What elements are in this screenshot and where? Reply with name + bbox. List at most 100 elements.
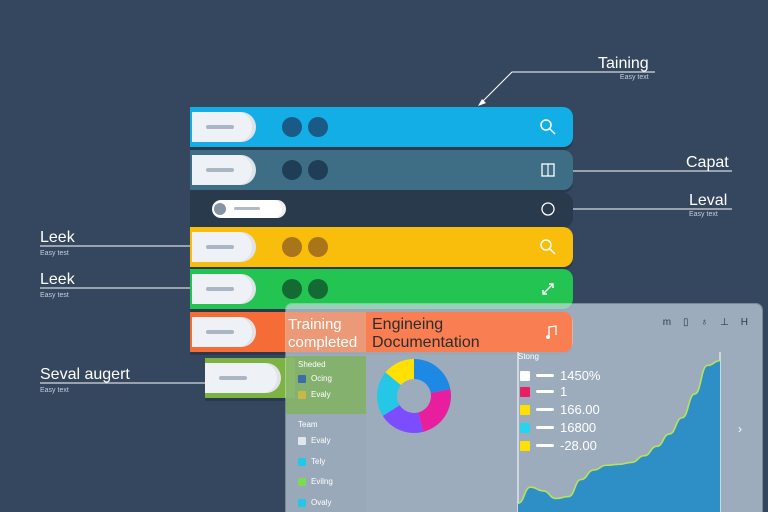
legend-bar — [536, 390, 554, 393]
legend-swatch — [520, 404, 530, 415]
callout-subtitle: Easy test — [40, 250, 69, 257]
layer-dot — [308, 279, 328, 299]
legend-value: -28.00 — [560, 438, 597, 453]
layer-dot — [282, 117, 302, 137]
layer-tab — [192, 112, 256, 142]
tool-m[interactable]: m — [662, 317, 672, 328]
layer-dot — [308, 117, 328, 137]
callout-title: Leek — [40, 271, 75, 288]
callout-subtitle: Easy text — [40, 387, 69, 394]
layer-dot — [282, 279, 302, 299]
tool-h[interactable]: H — [740, 317, 748, 328]
callout-title: Taining — [598, 55, 649, 72]
side-item-label: Evaly — [311, 436, 331, 445]
color-swatch — [298, 374, 306, 383]
legend-value: 1 — [560, 384, 568, 399]
area-chart — [517, 352, 721, 512]
side-section-1: Sheded Ocing Evaly — [286, 356, 366, 414]
layer-1 — [190, 107, 573, 147]
header-line-1: Engineing — [372, 316, 444, 333]
layer-5 — [190, 269, 573, 309]
layer-tab — [205, 363, 281, 393]
legend-row: 1 — [520, 384, 567, 399]
legend-title: Stong — [518, 352, 539, 361]
header-line-2: Documentation — [372, 334, 480, 351]
side-list: Sheded Ocing Evaly Team Evaly Tely Eviln… — [286, 356, 366, 512]
layer-tab — [192, 155, 256, 185]
side-item-label: Tely — [311, 457, 326, 466]
layer-2 — [190, 150, 573, 190]
layer-tab — [192, 232, 256, 262]
side-item[interactable]: Ovaly — [298, 498, 331, 507]
music-note-icon — [546, 325, 557, 339]
layer-dot — [282, 160, 302, 180]
link-icon — [542, 283, 554, 295]
donut-slice — [414, 359, 451, 393]
tool-pin[interactable]: ⊥ — [720, 317, 729, 328]
side-item-label: Evaly — [311, 390, 331, 399]
layer-toggle — [212, 200, 286, 218]
color-swatch — [298, 477, 306, 486]
donut-slice — [382, 405, 424, 433]
magnifier-icon — [540, 239, 556, 255]
connector-training — [479, 71, 655, 105]
callout-seval: Seval augert Easy text — [40, 367, 130, 395]
tool-drop[interactable]: ♁ — [700, 317, 709, 328]
donut-slice — [377, 372, 401, 416]
legend-bar — [536, 426, 554, 429]
area-line — [517, 359, 721, 505]
callout-title: Leek — [40, 229, 75, 246]
header-line-2: completed — [288, 334, 358, 351]
callout-leek-1: Leek Easy test — [40, 229, 75, 258]
callout-training: Taining Easy text — [598, 55, 649, 82]
callout-title: Capat — [686, 154, 729, 171]
color-swatch — [298, 436, 306, 445]
layer-7 — [205, 358, 295, 398]
toolbar: m ▯ ♁ ⊥ H — [663, 317, 748, 328]
layer-dot — [308, 237, 328, 257]
side-section-title: Sheded — [298, 360, 326, 369]
side-section-2: Team Evaly Tely Evilng Ovaly — [286, 414, 366, 512]
legend-row: 1450% — [520, 368, 600, 383]
legend-row: 166.00 — [520, 402, 600, 417]
legend-value: 1450% — [560, 368, 601, 383]
legend-value: 166.00 — [560, 402, 600, 417]
book-icon — [541, 163, 555, 177]
layer-4 — [190, 227, 573, 267]
color-swatch — [298, 390, 306, 399]
side-item[interactable]: Tely — [298, 457, 325, 466]
layer-dot — [282, 237, 302, 257]
header-training-completed: Training completed — [286, 312, 366, 352]
magnifier-icon — [540, 119, 556, 135]
legend-row: 16800 — [520, 420, 596, 435]
callout-capat: Capat — [686, 155, 729, 171]
circle-icon — [541, 202, 555, 216]
layer-3 — [190, 193, 573, 225]
chevron-right-icon[interactable]: › — [738, 422, 742, 436]
layer-tab — [192, 274, 256, 304]
legend-swatch — [520, 440, 530, 451]
legend-bar — [536, 444, 554, 447]
legend-bar — [536, 408, 554, 411]
color-swatch — [298, 498, 306, 507]
legend-swatch — [520, 422, 530, 433]
side-item[interactable]: Evaly — [298, 390, 331, 399]
side-section-title: Team — [298, 420, 318, 429]
side-item[interactable]: Evaly — [298, 436, 331, 445]
legend-swatch — [520, 386, 530, 397]
color-swatch — [298, 457, 306, 466]
legend-row: -28.00 — [520, 438, 597, 453]
callout-title: Leval — [689, 192, 728, 209]
connector-training-arrow — [478, 99, 486, 106]
side-item[interactable]: Evilng — [298, 477, 333, 486]
donut-slice — [385, 359, 414, 386]
side-item-label: Evilng — [311, 477, 333, 486]
callout-subtitle: Easy test — [40, 292, 69, 299]
callout-subtitle: Easy text — [689, 211, 718, 218]
tool-doc[interactable]: ▯ — [683, 317, 689, 328]
side-item[interactable]: Ocing — [298, 374, 332, 383]
legend-bar — [536, 374, 554, 377]
donut-slice — [418, 389, 451, 432]
layer-tab — [192, 317, 256, 347]
